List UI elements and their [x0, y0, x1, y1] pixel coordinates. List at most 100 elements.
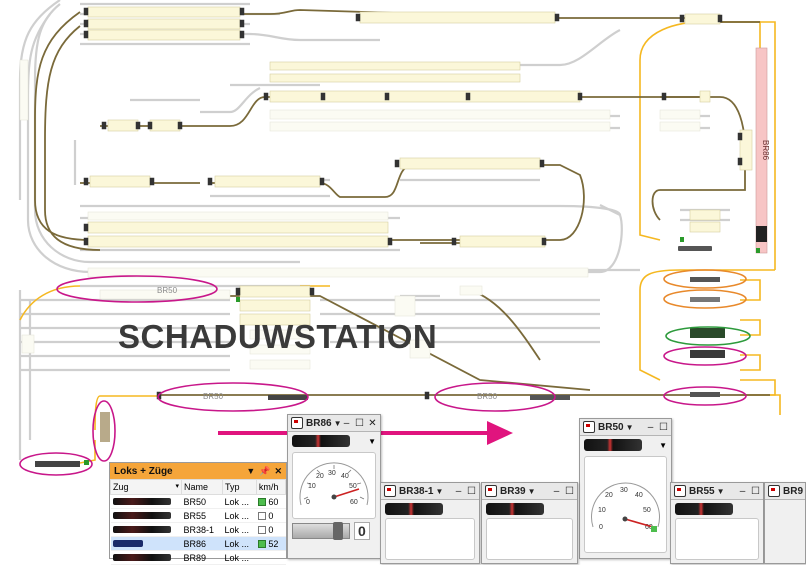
speed-window-br9[interactable]: BR9	[764, 482, 806, 564]
gauge-tick: 40	[635, 492, 643, 499]
loco-icon	[291, 417, 303, 429]
loks-zuege-panel[interactable]: Loks + Züge ▼📌✕ Zug ▾ Name Typ km/h BR50…	[109, 462, 287, 565]
maximize-icon[interactable]: ☐	[565, 485, 574, 497]
table-row[interactable]: BR89 Lok ...	[110, 550, 286, 565]
loco-icon	[485, 485, 497, 497]
table-row[interactable]: BR86 Lok ... 52	[110, 536, 286, 551]
overlay-title: SCHADUWSTATION	[118, 318, 438, 355]
dropdown-icon[interactable]: ▼	[625, 422, 634, 432]
block-br86-label: BR86	[761, 140, 770, 161]
loco-image	[584, 439, 642, 451]
speed-window-title: BR39	[500, 485, 526, 497]
gauge-tick: 20	[316, 473, 324, 480]
gauge-tick: 30	[620, 487, 628, 494]
loco-thumbnail	[112, 539, 143, 547]
speed-window-br38-titlebar[interactable]: BR38-1 ▼ –☐	[381, 483, 479, 500]
loco-type: Lok ...	[222, 522, 257, 537]
panel-title: Loks + Züge	[114, 465, 173, 477]
loco-thumbnail	[112, 511, 171, 519]
minimize-icon[interactable]: –	[647, 421, 654, 433]
loco-icon	[768, 485, 780, 497]
speed-window-br55[interactable]: BR55 ▼ –☐	[670, 482, 764, 564]
track-layout[interactable]: BR86	[0, 0, 799, 557]
loco-name: BR55	[181, 508, 223, 523]
minimize-icon[interactable]: –	[343, 417, 350, 429]
loco-name: BR89	[181, 550, 223, 565]
loco-speed: 60	[268, 496, 279, 507]
speed-gauge	[385, 518, 475, 560]
loco-icon	[674, 485, 686, 497]
loco-image	[486, 503, 544, 515]
pin-icon[interactable]: 📌	[259, 465, 271, 476]
close-icon[interactable]: ✕	[274, 465, 282, 476]
column-header-name[interactable]: Name	[181, 479, 223, 495]
dropdown-icon[interactable]: ▼	[527, 486, 536, 496]
speed-gauge: 0 10 20 30 40 50 60	[292, 452, 376, 519]
maximize-icon[interactable]: ☐	[467, 485, 476, 497]
speed-window-br55-titlebar[interactable]: BR55 ▼ –☐	[671, 483, 763, 500]
loco-type: Lok ...	[222, 550, 257, 565]
block-br50-mid-left-label: BR50	[203, 392, 224, 401]
speed-window-br9-titlebar[interactable]: BR9	[765, 483, 805, 500]
speed-gauge	[486, 518, 573, 560]
gauge-tick: 20	[605, 492, 613, 499]
gauge-needle	[333, 488, 360, 498]
dropdown-icon[interactable]: ▼	[435, 486, 444, 496]
column-header-zug[interactable]: Zug ▾	[110, 479, 182, 495]
loco-dropdown-icon[interactable]: ▼	[368, 436, 376, 446]
minimize-icon[interactable]: –	[455, 485, 462, 497]
gauge-tick: 30	[328, 470, 336, 477]
gauge-tick: 50	[349, 483, 357, 490]
loco-name: BR38-1	[181, 522, 223, 537]
table-row[interactable]: BR55 Lok ... 0	[110, 508, 286, 523]
speed-window-br38[interactable]: BR38-1 ▼ –☐	[380, 482, 480, 564]
loco-thumbnail	[112, 553, 171, 561]
loks-zuege-titlebar[interactable]: Loks + Züge ▼📌✕	[110, 463, 286, 479]
loco-image	[675, 503, 733, 515]
track-blocks: BR86	[19, 6, 770, 467]
status-led	[258, 540, 267, 549]
dropdown-icon[interactable]: ▼	[716, 486, 725, 496]
gauge-tick: 0	[599, 524, 603, 531]
dropdown-icon[interactable]: ▼	[246, 465, 256, 476]
close-icon[interactable]: ✕	[368, 417, 377, 429]
loco-thumbnail	[112, 497, 171, 505]
speed-window-title: BR86	[306, 417, 332, 429]
loco-image	[385, 503, 443, 515]
speed-slider[interactable]	[292, 522, 350, 540]
loks-table: Zug ▾ Name Typ km/h BR50 Lok ... 60 BR55…	[110, 479, 287, 565]
minimize-icon[interactable]: –	[739, 485, 746, 497]
speed-window-title: BR55	[689, 485, 715, 497]
maximize-icon[interactable]: ☐	[751, 485, 760, 497]
loco-dropdown-icon[interactable]: ▼	[659, 440, 667, 450]
loco-speed	[256, 550, 286, 565]
speed-window-title: BR50	[598, 421, 624, 433]
status-led	[258, 512, 267, 521]
speed-window-br86[interactable]: BR86 ▼ –☐ ✕ ▼ 0 10 20 30 40 50 60	[287, 414, 381, 559]
speed-window-br39[interactable]: BR39 ▼ –☐	[481, 482, 578, 564]
speed-window-br39-titlebar[interactable]: BR39 ▼ –☐	[482, 483, 577, 500]
speed-readout: 0	[354, 522, 370, 540]
column-header-typ[interactable]: Typ	[222, 479, 257, 495]
gauge-needle	[624, 518, 654, 528]
minimize-icon[interactable]: –	[553, 485, 560, 497]
status-led	[258, 498, 267, 507]
status-led	[258, 526, 267, 535]
speed-gauge: 0 10 20 30 40 50 60	[584, 456, 667, 553]
loco-speed: 52	[268, 538, 279, 549]
gauge-tick: 10	[598, 507, 606, 514]
table-row[interactable]: BR50 Lok ... 60	[110, 494, 286, 509]
speed-window-br50[interactable]: BR50 ▼ –☐ ▼ 0 10 20 30 40 50 60	[579, 418, 672, 559]
loco-name: BR86	[181, 536, 223, 551]
column-header-kmh[interactable]: km/h	[255, 479, 287, 495]
speed-window-br50-titlebar[interactable]: BR50 ▼ –☐	[580, 419, 671, 436]
dropdown-icon[interactable]: ▼	[333, 418, 342, 428]
maximize-icon[interactable]: ☐	[355, 417, 364, 429]
maximize-icon[interactable]: ☐	[659, 421, 668, 433]
speed-gauge	[675, 518, 759, 560]
speed-window-br86-titlebar[interactable]: BR86 ▼ –☐ ✕	[288, 415, 380, 432]
table-row[interactable]: BR38-1 Lok ... 0	[110, 522, 286, 537]
loco-speed: 0	[268, 524, 274, 535]
block-br86[interactable]	[755, 47, 768, 254]
highlight-ovals	[19, 269, 751, 476]
